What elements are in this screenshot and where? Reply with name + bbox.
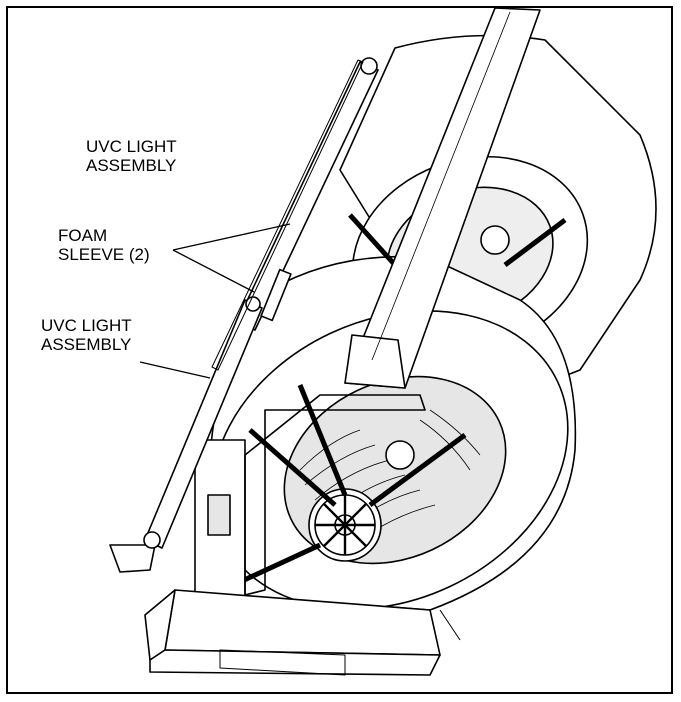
label-line: ASSEMBLY — [41, 335, 132, 354]
label-foam-sleeve: FOAM SLEEVE (2) — [58, 226, 150, 264]
uvc-light-tube-lower — [109, 268, 292, 573]
label-line: UVC LIGHT — [41, 316, 132, 335]
uvc-light-tube-upper — [236, 57, 379, 334]
motor-mount-frame — [194, 394, 426, 611]
pulley-wheel — [308, 488, 382, 562]
label-uvc-light-assembly-bottom: UVC LIGHT ASSEMBLY — [41, 316, 132, 354]
uvc-mounting-bracket — [211, 59, 364, 371]
label-line: ASSEMBLY — [86, 156, 177, 175]
leader-lines — [139, 223, 291, 379]
label-line: SLEEVE (2) — [58, 245, 150, 264]
label-line: FOAM — [58, 226, 108, 245]
base-plate — [144, 589, 461, 676]
label-uvc-light-assembly-top: UVC LIGHT ASSEMBLY — [86, 137, 177, 175]
top-rail — [344, 7, 541, 389]
label-line: UVC LIGHT — [86, 137, 177, 156]
